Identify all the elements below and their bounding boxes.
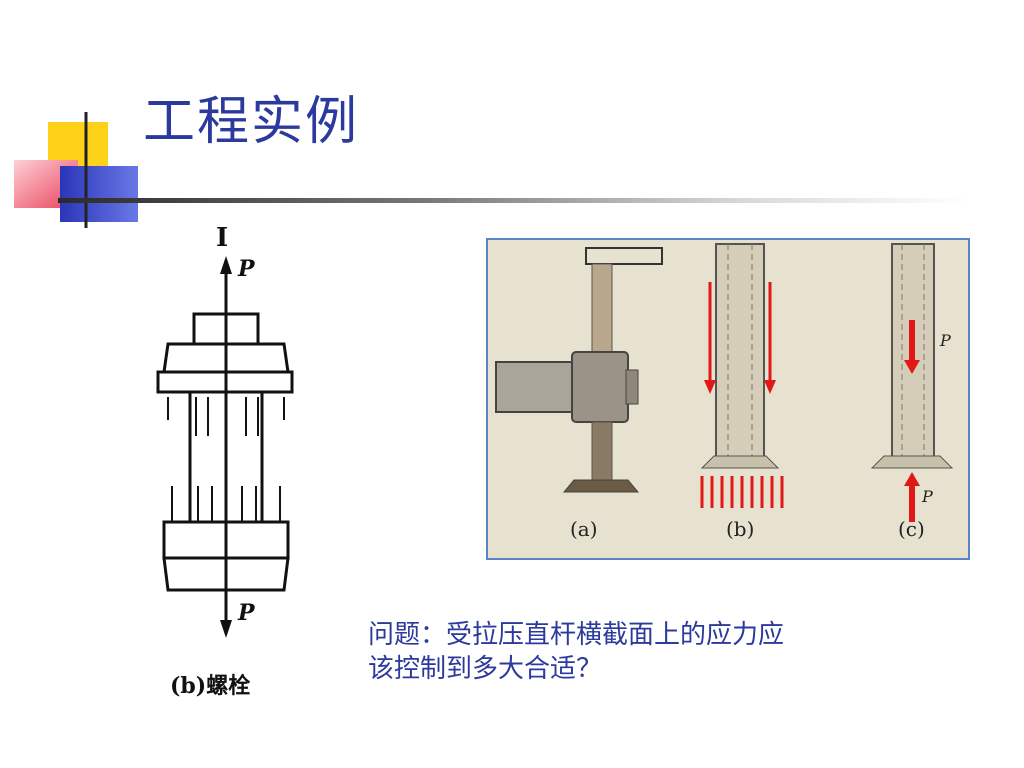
lower-stress-arrows — [171, 486, 281, 522]
bolt-caption: (b)螺栓 — [170, 673, 251, 699]
load-arrow-down — [220, 620, 232, 638]
question-text: 问题：受拉压直杆横截面上的应力应 该控制到多大合适？ — [368, 618, 968, 686]
question-line-2: 该控制到多大合适？ — [368, 654, 603, 684]
load-label-top: P — [237, 256, 256, 282]
bottom-nut — [162, 556, 290, 592]
panel-c-drawing — [870, 243, 954, 522]
load-label-bottom: P — [237, 600, 256, 626]
corner-squares-graphic — [14, 112, 138, 228]
panel-label-b: (b) — [726, 517, 754, 541]
section-label: I — [216, 223, 228, 253]
corner-decoration — [0, 0, 160, 240]
load-arrow-up — [220, 256, 232, 274]
bolt-drawing: I P P — [156, 223, 294, 638]
panel-a-drawing — [495, 247, 663, 493]
blue-square — [60, 166, 138, 222]
column-photo: P P (a) (b) (c) — [486, 238, 970, 560]
panel-label-c: (c) — [898, 517, 925, 541]
plate — [156, 370, 294, 394]
question-line-1: 问题：受拉压直杆横截面上的应力应 — [368, 620, 785, 650]
slide-title: 工程实例 — [143, 92, 360, 152]
panel-c-load-upper: P — [939, 331, 951, 350]
upper-stress-arrows — [167, 397, 285, 436]
title-underline — [58, 198, 968, 203]
column-illustration: P P (a) (b) (c) — [495, 243, 954, 541]
bolt-figure: I P P — [150, 222, 310, 642]
panel-label-a: (a) — [570, 517, 598, 541]
panel-c-load-lower: P — [921, 487, 933, 506]
panel-b-drawing — [700, 243, 784, 508]
